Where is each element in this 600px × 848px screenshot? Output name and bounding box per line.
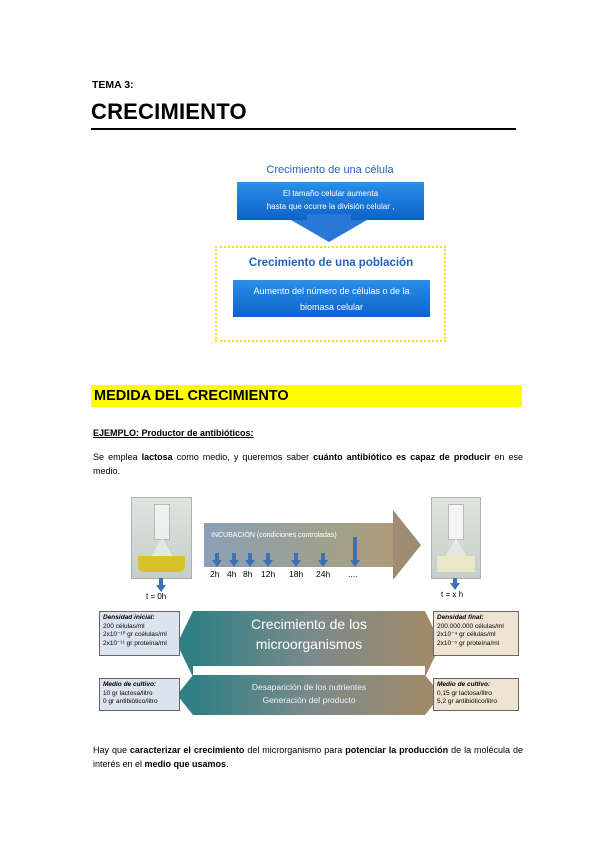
para1-bold-1: lactosa (141, 452, 173, 462)
time-arrow-icon (318, 560, 328, 567)
topic-number: TEMA 3: (92, 79, 134, 91)
final-density-line-2: 2x10⁻⁴ gr células/ml (437, 631, 496, 638)
title-underline (91, 128, 516, 130)
cell-growth-desc-1: El tamaño celular aumenta (282, 189, 379, 198)
depletion-line-2: Generación del producto (262, 695, 356, 705)
final-density-heading: Densidad final: (437, 614, 484, 621)
para1-text-3: en ese medio. (93, 452, 524, 476)
incubation-arrow-tip (393, 510, 421, 580)
flask-neck (153, 504, 170, 540)
time-label: 4h (227, 569, 237, 579)
initial-medium-line-1: 10 gr lactosa/litro (103, 689, 153, 697)
time-label: 24h (316, 569, 331, 579)
growth-band (193, 611, 425, 666)
time-start: t = 0h (146, 592, 167, 601)
population-desc-1: Aumento del número de células o de la (253, 286, 410, 296)
para2-bold-1: caracterizar el crecimiento (129, 745, 245, 755)
growth-label-1: Crecimiento de los (251, 616, 367, 632)
final-density-line-1: 200.000.000 células/ml (437, 622, 504, 630)
final-medium-box: Medio de cultivo: 0,15 gr lactosa/litro … (433, 678, 519, 711)
time-arrow-stem (294, 553, 298, 561)
final-density-box: Densidad final: 200.000.000 células/ml 2… (433, 611, 519, 656)
time-arrow-icon (291, 560, 301, 567)
time-arrow-stem (266, 553, 270, 561)
population-frame (215, 246, 446, 342)
initial-density-line-1: 200 células/ml (103, 622, 145, 630)
para2-text-3: de la molécula de interés en el (93, 745, 523, 769)
time-label: 8h (243, 569, 253, 579)
population-growth-box: Aumento del número de células o de la bi… (233, 280, 430, 317)
final-medium-line-2: 5,2 gr antibiótico/litro (437, 698, 497, 705)
start-arrow-stem (159, 578, 163, 586)
para1-text-1: Se emplea (93, 452, 142, 462)
growth-label: Crecimiento de los microorganismos (193, 614, 425, 654)
nutrient-band (193, 675, 425, 715)
conclusion-paragraph: Hay que caracterizar el crecimiento del … (93, 743, 523, 771)
final-medium-heading: Medio de cultivo: (437, 681, 491, 688)
cell-growth-box: El tamaño celular aumenta hasta que ocur… (237, 182, 424, 220)
initial-flask-photo (131, 497, 192, 579)
para1-bold-2: cuánto antibiótico es capaz de producir (313, 452, 491, 462)
section-title: MEDIDA DEL CRECIMIENTO (94, 388, 289, 404)
initial-density-heading: Densidad inicial: (103, 614, 155, 621)
down-arrow-icon (291, 220, 367, 242)
intro-paragraph: Se emplea lactosa como medio, y queremos… (93, 450, 523, 478)
para2-text-4: . (226, 759, 229, 769)
depletion-line-1: Desaparición de los nutrientes (251, 682, 367, 692)
initial-medium-line-2: 0 gr antibiótico/litro (103, 698, 158, 705)
cell-growth-title: Crecimiento de una célula (266, 164, 394, 176)
time-arrow-stem (353, 537, 357, 561)
time-arrow-icon (263, 560, 273, 567)
initial-density-line-3: 2x10⁻¹¹ gr proteína/ml (103, 639, 167, 647)
cell-growth-desc-2: hasta que ocurre la división celular , (266, 202, 395, 211)
initial-medium-heading: Medio de cultivo: (103, 681, 157, 688)
section-highlight (91, 385, 522, 407)
initial-medium-box: Medio de cultivo: 10 gr lactosa/litro 0 … (99, 678, 180, 711)
time-arrow-stem (215, 553, 219, 561)
final-density-line-3: 2x10⁻⁵ gr proteína/ml (437, 639, 500, 647)
growth-band-left-tip (177, 611, 193, 677)
para2-text-1: Hay que (93, 745, 130, 755)
page-title: CRECIMIENTO (91, 99, 247, 124)
time-arrow-icon (212, 560, 222, 567)
time-arrow-icon (245, 560, 255, 567)
end-arrow-stem (453, 578, 457, 584)
end-arrow-icon (450, 583, 460, 590)
start-arrow-icon (156, 585, 166, 592)
final-medium-line-1: 0,15 gr lactosa/litro (437, 689, 492, 697)
time-label: 12h (261, 569, 276, 579)
time-arrow-stem (321, 553, 325, 561)
final-flask-photo (431, 497, 481, 579)
example-label: EJEMPLO: Productor de antibióticos: (93, 428, 254, 438)
para2-text-2: del microrganismo para (244, 745, 346, 755)
time-label: 2h (210, 569, 220, 579)
population-desc-2: biomasa celular (299, 302, 364, 312)
time-arrow-stem (248, 553, 252, 561)
initial-density-line-2: 2x10⁻¹⁰ gr ccélulas/ml (103, 631, 167, 638)
flask-liquid (137, 556, 186, 572)
nutrient-band-left-tip (177, 675, 193, 715)
flask-neck (448, 504, 464, 540)
incubation-label: INCUBACIÓN (condiciones controladas) (211, 532, 337, 539)
time-label: 18h (289, 569, 304, 579)
population-growth-title: Crecimiento de una población (248, 257, 414, 269)
time-end: t = x h (441, 590, 464, 599)
down-arrow-stem (307, 214, 351, 224)
flask-liquid (436, 556, 476, 572)
time-arrow-icon (350, 560, 360, 567)
time-arrow-stem (232, 553, 236, 561)
para2-bold-2: potenciar la producción (345, 745, 449, 755)
para1-text-2: como medio, y queremos saber (172, 452, 314, 462)
para2-bold-3: medio que usamos (144, 759, 227, 769)
growth-label-2: microorganismos (255, 636, 363, 652)
initial-density-box: Densidad inicial: 200 células/ml 2x10⁻¹⁰… (99, 611, 180, 656)
time-arrow-icon (229, 560, 239, 567)
time-label: .... (348, 569, 358, 579)
nutrient-label: Desaparición de los nutrientes Generació… (193, 681, 425, 707)
